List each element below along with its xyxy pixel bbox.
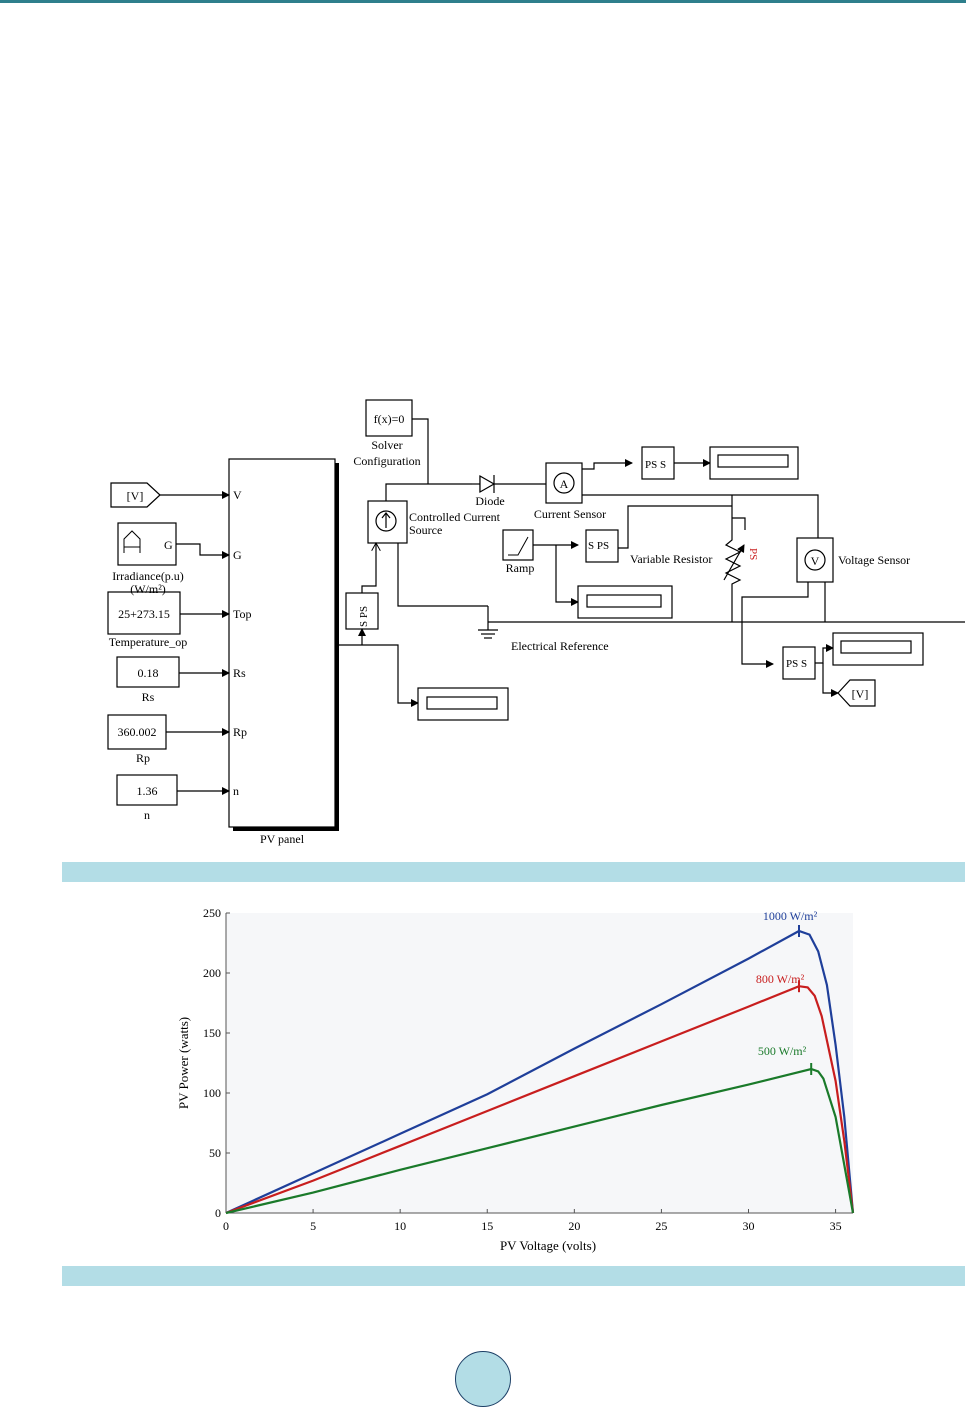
x-tick-label: 10 bbox=[394, 1219, 406, 1233]
pss-1-label: PS S bbox=[645, 459, 666, 471]
rp-label: Rp bbox=[136, 751, 150, 765]
goto-tag-text: [V] bbox=[127, 489, 144, 503]
display-pv bbox=[417, 687, 509, 721]
rs-const-block bbox=[116, 656, 180, 688]
pv-port-n: n bbox=[233, 784, 239, 798]
s-ps-converter-pv bbox=[345, 592, 379, 630]
sps-ramp-label: S PS bbox=[588, 540, 609, 552]
x-tick-label: 25 bbox=[655, 1219, 667, 1233]
y-tick-label: 50 bbox=[209, 1146, 221, 1160]
electrical-reference-label: Electrical Reference bbox=[511, 639, 609, 653]
pv-power-chart: 0 50 100 150 200 250 0 5 10 15 20 25 30 35 1000 W/m²… bbox=[176, 906, 855, 1253]
current-sensor-label: Current Sensor bbox=[534, 507, 606, 521]
irradiance-label-1: Irradiance(p.u) bbox=[112, 569, 184, 583]
pv-port-v: V bbox=[233, 488, 242, 502]
sps-pv-label: S PS bbox=[358, 606, 370, 627]
pv-panel-label: PV panel bbox=[260, 832, 305, 846]
x-tick-label: 0 bbox=[223, 1219, 229, 1233]
ps-s-converter-2 bbox=[782, 646, 816, 680]
temperature-label: Temperature_op bbox=[109, 635, 187, 649]
irradiance-label-2: (W/m²) bbox=[130, 582, 166, 596]
solver-expr: f(x)=0 bbox=[374, 412, 405, 426]
rp-const-block bbox=[107, 714, 167, 750]
variable-resistor-label: Variable Resistor bbox=[630, 552, 712, 566]
x-tick-label: 30 bbox=[743, 1219, 755, 1233]
solver-config-block bbox=[365, 399, 413, 437]
x-tick-label: 20 bbox=[568, 1219, 580, 1233]
pv-port-rp: Rp bbox=[233, 725, 247, 739]
x-axis-label: PV Voltage (volts) bbox=[500, 1238, 596, 1253]
series-line-3 bbox=[225, 1067, 855, 1215]
irradiance-block bbox=[117, 522, 177, 566]
display-ramp bbox=[577, 585, 673, 619]
pss-2-label: PS S bbox=[786, 658, 807, 670]
temperature-value: 25+273.15 bbox=[118, 607, 170, 621]
controlled-current-source-block bbox=[367, 500, 408, 544]
goto-tag-block bbox=[110, 482, 161, 508]
series-label-1: 1000 W/m² bbox=[763, 909, 818, 923]
voltage-sensor-block bbox=[796, 537, 834, 583]
ccs-label-1: Controlled Current bbox=[409, 510, 501, 524]
diode-label: Diode bbox=[475, 494, 504, 508]
from-tag-block bbox=[837, 679, 876, 707]
solver-label-1: Solver bbox=[371, 438, 402, 452]
n-const-block bbox=[116, 774, 178, 806]
y-tick-label: 200 bbox=[203, 966, 221, 980]
solver-label-2: Configuration bbox=[353, 454, 420, 468]
x-tick-label: 35 bbox=[830, 1219, 842, 1233]
rs-label: Rs bbox=[142, 690, 155, 704]
series-label-3: 500 W/m² bbox=[758, 1044, 807, 1058]
ccs-label-2: Source bbox=[409, 523, 442, 537]
y-tick-label: 0 bbox=[215, 1206, 221, 1220]
y-tick-label: 100 bbox=[203, 1086, 221, 1100]
pv-port-g: G bbox=[233, 548, 242, 562]
temperature-const-block bbox=[107, 591, 181, 635]
s-ps-converter-ramp bbox=[585, 529, 619, 563]
voltage-sensor-symbol: V bbox=[811, 554, 820, 568]
rs-value: 0.18 bbox=[138, 666, 159, 680]
y-tick-label: 250 bbox=[203, 906, 221, 920]
voltage-sensor-label: Voltage Sensor bbox=[838, 553, 910, 567]
figure-caption-band-1 bbox=[62, 862, 965, 882]
header-rule bbox=[0, 0, 966, 3]
rp-value: 360.002 bbox=[118, 725, 157, 739]
x-tick-label: 15 bbox=[481, 1219, 493, 1233]
x-tick-label: 5 bbox=[310, 1219, 316, 1233]
n-value: 1.36 bbox=[137, 784, 158, 798]
display-voltage bbox=[832, 632, 924, 666]
series-label-2: 800 W/m² bbox=[756, 972, 805, 986]
pv-port-rs: Rs bbox=[233, 666, 246, 680]
from-tag-text: [V] bbox=[852, 687, 869, 701]
series-line-1 bbox=[225, 929, 855, 1215]
pv-panel-block bbox=[228, 458, 336, 828]
irradiance-port: G bbox=[164, 538, 173, 552]
simulink-model-diagram: f(x)=0 Solver Configuration [V] G Irradi… bbox=[107, 399, 965, 846]
series-line-2 bbox=[225, 985, 855, 1215]
y-axis-label: PV Power (watts) bbox=[176, 1017, 191, 1109]
display-current bbox=[709, 446, 799, 480]
page-number-badge bbox=[455, 1351, 511, 1407]
current-sensor-symbol: A bbox=[560, 477, 569, 491]
figure-caption-band-2 bbox=[62, 1266, 965, 1286]
current-sensor-block bbox=[545, 462, 583, 504]
ramp-label: Ramp bbox=[506, 561, 535, 575]
pv-port-top: Top bbox=[233, 607, 252, 621]
n-label: n bbox=[144, 808, 150, 822]
resistor-port-label: PS bbox=[747, 548, 759, 560]
y-tick-label: 150 bbox=[203, 1026, 221, 1040]
